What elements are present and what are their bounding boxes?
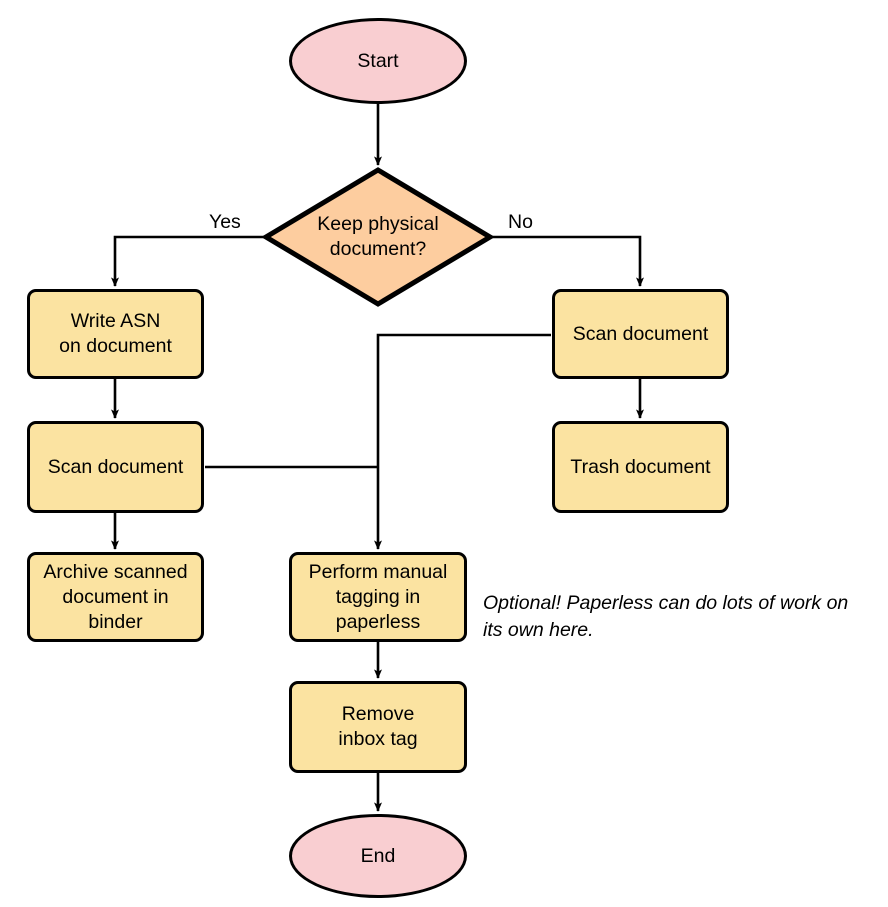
edge-scan-right-to-manual-tag [374, 333, 551, 550]
node-write-asn-label: Write ASN on document [59, 310, 172, 357]
node-remove-inbox-tag[interactable]: Remove inbox tag [289, 681, 467, 773]
edge-label-no: No [508, 211, 533, 233]
node-end[interactable]: End [289, 814, 467, 898]
node-remove-inbox-tag-label: Remove inbox tag [338, 703, 418, 750]
node-scan-document-right-label: Scan document [572, 322, 709, 345]
node-trash-document-label: Trash document [570, 455, 711, 478]
node-trash-document[interactable]: Trash document [552, 421, 729, 513]
node-decision-label: Keep physical document? [317, 213, 439, 260]
annotation-line-1: Optional! Paperless can do lots of work … [483, 592, 849, 614]
node-start-label: Start [357, 49, 399, 72]
edge-label-yes: Yes [209, 211, 241, 233]
annotation-optional-note: Optional! Paperless can do lots of work … [483, 590, 883, 644]
diamond-shape [263, 167, 493, 307]
edge-decision-no-to-scan-right [491, 235, 644, 287]
node-scan-document-left[interactable]: Scan document [27, 421, 204, 513]
node-archive-scanned-document[interactable]: Archive scanned document in binder [27, 552, 204, 642]
node-end-label: End [360, 844, 396, 867]
annotation-line-2: its own here. [483, 619, 594, 641]
node-manual-tagging-label: Perform manual tagging in paperless [308, 560, 448, 633]
node-scan-document-left-label: Scan document [47, 455, 184, 478]
node-scan-document-right[interactable]: Scan document [552, 289, 729, 379]
node-decision-keep-physical-document[interactable]: Keep physical document? [263, 167, 493, 307]
node-archive-label: Archive scanned document in binder [43, 560, 188, 633]
edge-decision-yes-to-write-asn [111, 235, 264, 287]
node-write-asn-on-document[interactable]: Write ASN on document [27, 289, 204, 379]
node-perform-manual-tagging[interactable]: Perform manual tagging in paperless [289, 552, 467, 642]
node-start[interactable]: Start [289, 18, 467, 104]
